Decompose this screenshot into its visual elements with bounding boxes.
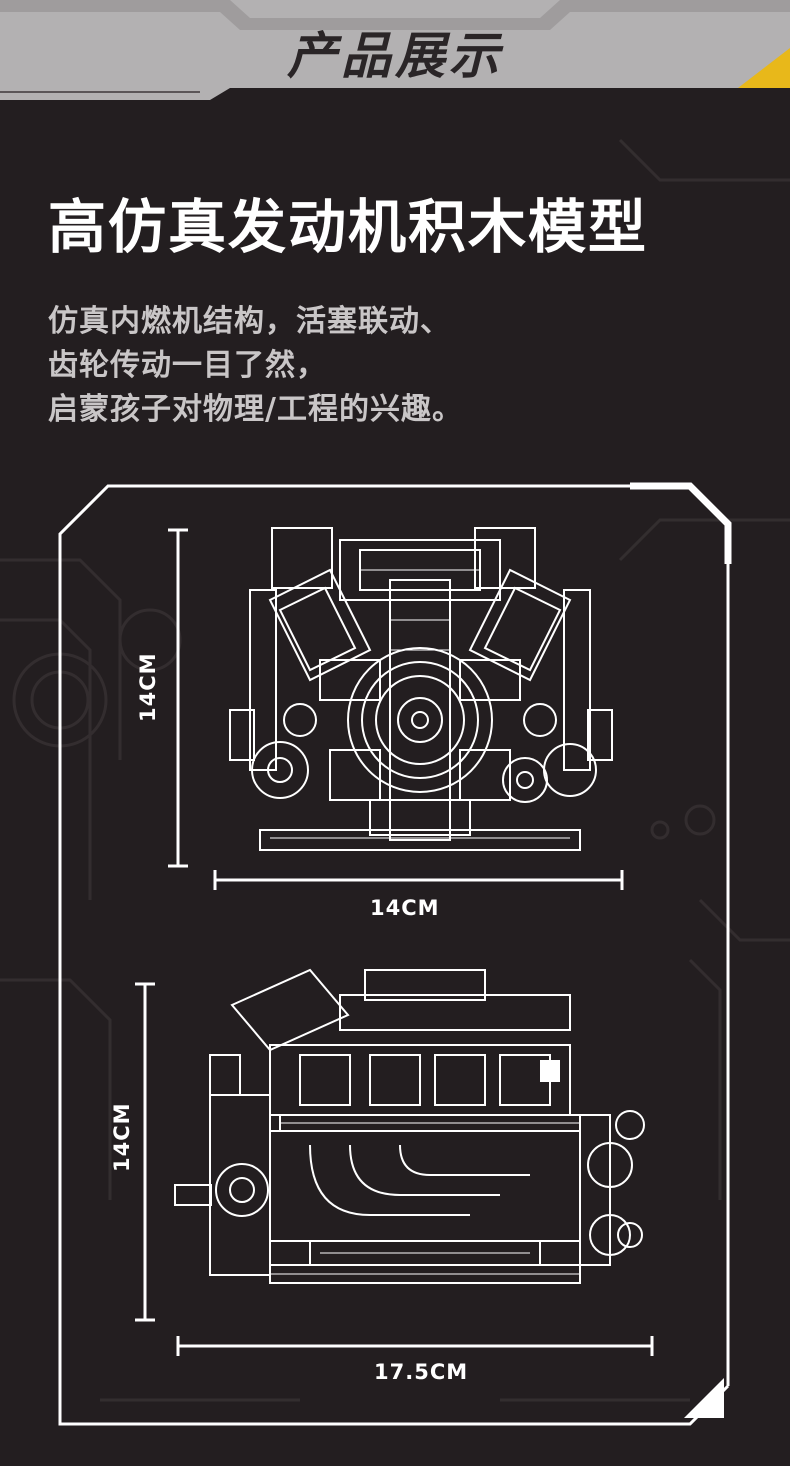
yellow-corner-accent	[738, 48, 790, 88]
description-line: 启蒙孩子对物理/工程的兴趣。	[48, 392, 463, 427]
side-height-label: 14CM	[110, 1102, 134, 1172]
description: 仿真内燃机结构，活塞联动、 齿轮传动一目了然， 启蒙孩子对物理/工程的兴趣。	[48, 300, 463, 432]
banner-title: 产品展示	[287, 27, 503, 85]
header-banner	[0, 0, 790, 100]
front-width-label: 14CM	[370, 896, 440, 920]
side-width-label: 17.5CM	[374, 1360, 469, 1384]
description-line: 齿轮传动一目了然，	[48, 348, 327, 383]
description-line: 仿真内燃机结构，活塞联动、	[48, 304, 451, 339]
headline: 高仿真发动机积木模型	[48, 193, 649, 261]
engine-front-view-drawing	[229, 527, 613, 851]
front-height-label: 14CM	[136, 652, 160, 722]
engine-side-view-drawing	[174, 968, 645, 1284]
